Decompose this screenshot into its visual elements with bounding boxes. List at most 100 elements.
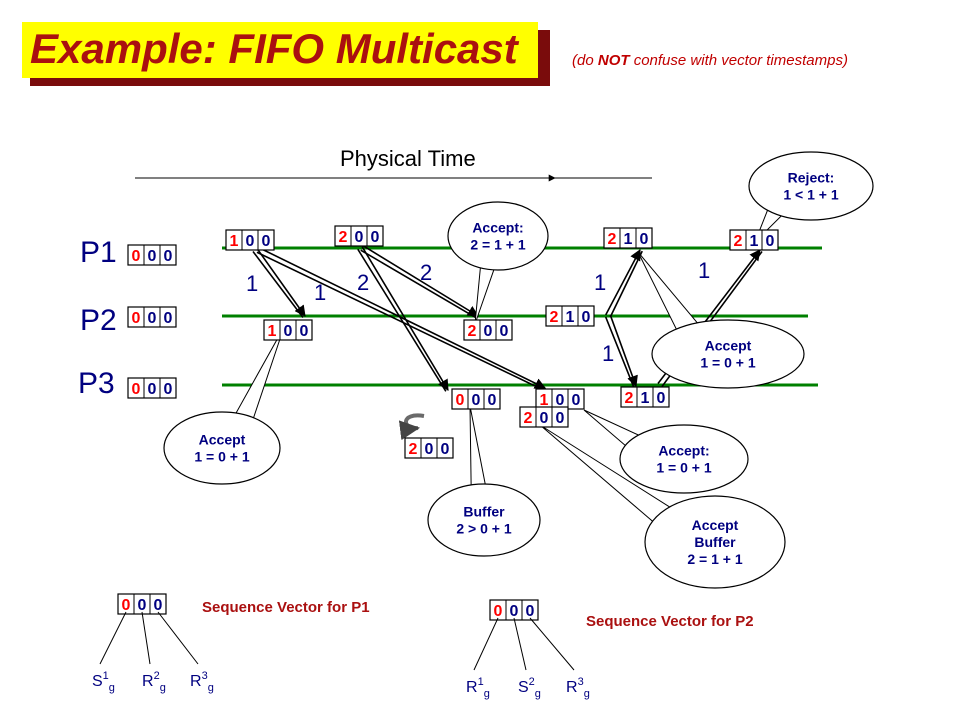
vector-p1-d-cell-2: 1 [750, 233, 759, 250]
legend-p1-sub-3: R3g [190, 670, 214, 694]
legend-p2-pointer-2 [513, 617, 527, 671]
legend-p2-pointer-3 [529, 617, 575, 671]
legend-p2-vector-cell-1: 0 [494, 603, 503, 620]
legend-p2-pointer-1 [473, 617, 499, 671]
subtitle-note: (do NOT confuse with vector timestamps) [572, 52, 848, 69]
legend-p2-vector-cell-2: 0 [510, 603, 519, 620]
message-p2-to-p3 [604, 314, 638, 388]
legend-p2-label: Sequence Vector for P2 [586, 613, 754, 630]
process-label-p3: P3 [78, 367, 115, 400]
message-m2-to-p2-stroke-b [362, 245, 479, 317]
vector-p3-d-cell-3: 0 [657, 390, 666, 407]
message-m2-to-p2-stroke-a [360, 249, 478, 319]
callout-buffer-line-2: 2 > 0 + 1 [456, 521, 511, 537]
vector-p1-c-cell-2: 1 [624, 231, 633, 248]
vector-p2-c-frame [545, 305, 595, 327]
vector-p3-initial-frame [127, 377, 177, 399]
legend-p2-sub-2: S2g [518, 676, 541, 700]
vector-p2-c-cell-1: 2 [550, 309, 559, 326]
vector-p3-initial-cell-2: 0 [148, 381, 157, 398]
vector-p1-b-frame [334, 225, 384, 247]
callout-accept-buffer-line-2: Buffer [694, 534, 736, 550]
legend-p1-pointer-2 [141, 611, 151, 665]
callout-accept-buffer-bubble-fill [646, 497, 784, 587]
message-p2-to-p1-stroke-a [609, 250, 643, 318]
callout-accept-p2-second-line-2: 2 = 1 + 1 [470, 237, 525, 253]
vector-p1-a-frame [225, 229, 275, 251]
vector-p1-c-cell-3: 0 [640, 231, 649, 248]
vector-p1-initial-cell-2: 0 [148, 248, 157, 265]
vector-p2-a-cell-1: 1 [268, 323, 277, 340]
message-p2-to-p1 [605, 249, 643, 318]
callout-accept-p1-line-1: Accept [705, 338, 752, 354]
callout-accept-p2-first-line-1: Accept [199, 432, 246, 448]
vector-p2-initial-cell-1: 0 [132, 310, 141, 327]
vector-p2-b-cell-2: 0 [484, 323, 493, 340]
message-label-p1-reject: 1 [698, 258, 710, 283]
callout-accept-p2-first-bubble-fill [165, 413, 279, 483]
callout-buffer-bubble-fill [429, 485, 539, 555]
vector-p3-a-cell-1: 0 [456, 392, 465, 409]
callout-accept-p2-first-line-2: 1 = 0 + 1 [194, 449, 249, 465]
vector-p3-c-cell-3: 0 [556, 410, 565, 427]
callout-buffer-line-1: Buffer [463, 504, 505, 520]
legend-p1-vector-cell-1: 0 [122, 597, 131, 614]
callout-accept-p3-line-1: Accept: [658, 443, 709, 459]
vector-p3-initial-cell-3: 0 [164, 381, 173, 398]
vector-p2-initial-cell-2: 0 [148, 310, 157, 327]
message-m2-to-p3-stroke-a [357, 248, 447, 392]
vector-p3-a-cell-2: 0 [472, 392, 481, 409]
vector-p2-b-cell-3: 0 [500, 323, 509, 340]
vector-p2-c-cell-2: 1 [566, 309, 575, 326]
vector-p3-c-frame [519, 406, 569, 428]
vector-p1-b-cell-2: 0 [355, 229, 364, 246]
vector-p1-b-cell-3: 0 [371, 229, 380, 246]
message-p2-to-p1-stroke-b [605, 249, 641, 316]
legend-p1-vector-cell-2: 0 [138, 597, 147, 614]
vector-p3-buffered-frame [404, 437, 454, 459]
vector-p3-buffered-cell-1: 2 [409, 441, 418, 458]
legend-p1-label: Sequence Vector for P1 [202, 599, 370, 616]
vector-p2-b-frame [463, 319, 513, 341]
callout-accept-p3-line-2: 1 = 0 + 1 [656, 460, 711, 476]
callout-accept-p1-line-2: 1 = 0 + 1 [700, 355, 755, 371]
vector-p2-a-cell-2: 0 [284, 323, 293, 340]
vector-p2-b-cell-1: 2 [468, 323, 477, 340]
legend-p1-sub-1: S1g [92, 670, 115, 694]
vector-p1-initial-cell-1: 0 [132, 248, 141, 265]
message-m1-to-p2 [252, 248, 306, 318]
message-m2-to-p3-stroke-b [361, 246, 449, 391]
vector-p1-d-cell-3: 0 [766, 233, 775, 250]
vector-p3-a-cell-3: 0 [488, 392, 497, 409]
legend-p2-sub-3: R3g [566, 676, 590, 700]
vector-p3-d-frame [620, 386, 670, 408]
callout-reject: Reject:1 < 1 + 1 [748, 151, 874, 243]
vector-p3-c-cell-1: 2 [524, 410, 533, 427]
process-label-p1: P1 [80, 236, 117, 269]
vector-p1-initial-cell-3: 0 [164, 248, 173, 265]
vector-p1-d-cell-1: 2 [734, 233, 743, 250]
legend-p1-pointer-1 [99, 611, 127, 665]
callout-accept-p2-second-line-1: Accept: [472, 220, 523, 236]
vector-p1-a-cell-1: 1 [230, 233, 239, 250]
message-m1-to-p3 [256, 247, 547, 391]
vector-p3-b-cell-3: 0 [572, 392, 581, 409]
message-m2-to-p2 [360, 245, 479, 319]
callout-accept-p2-second-bubble-fill [449, 203, 547, 269]
message-label-m2-to-p2: 2 [420, 260, 432, 285]
title-box [22, 22, 538, 78]
callout-reject-bubble-fill [750, 153, 872, 219]
legend-p2-sub-1: R1g [466, 676, 490, 700]
physical-time-label: Physical Time [340, 146, 476, 171]
legend-p2-vector-cell-3: 0 [526, 603, 535, 620]
message-m1-to-p3-stroke-a [256, 251, 545, 391]
